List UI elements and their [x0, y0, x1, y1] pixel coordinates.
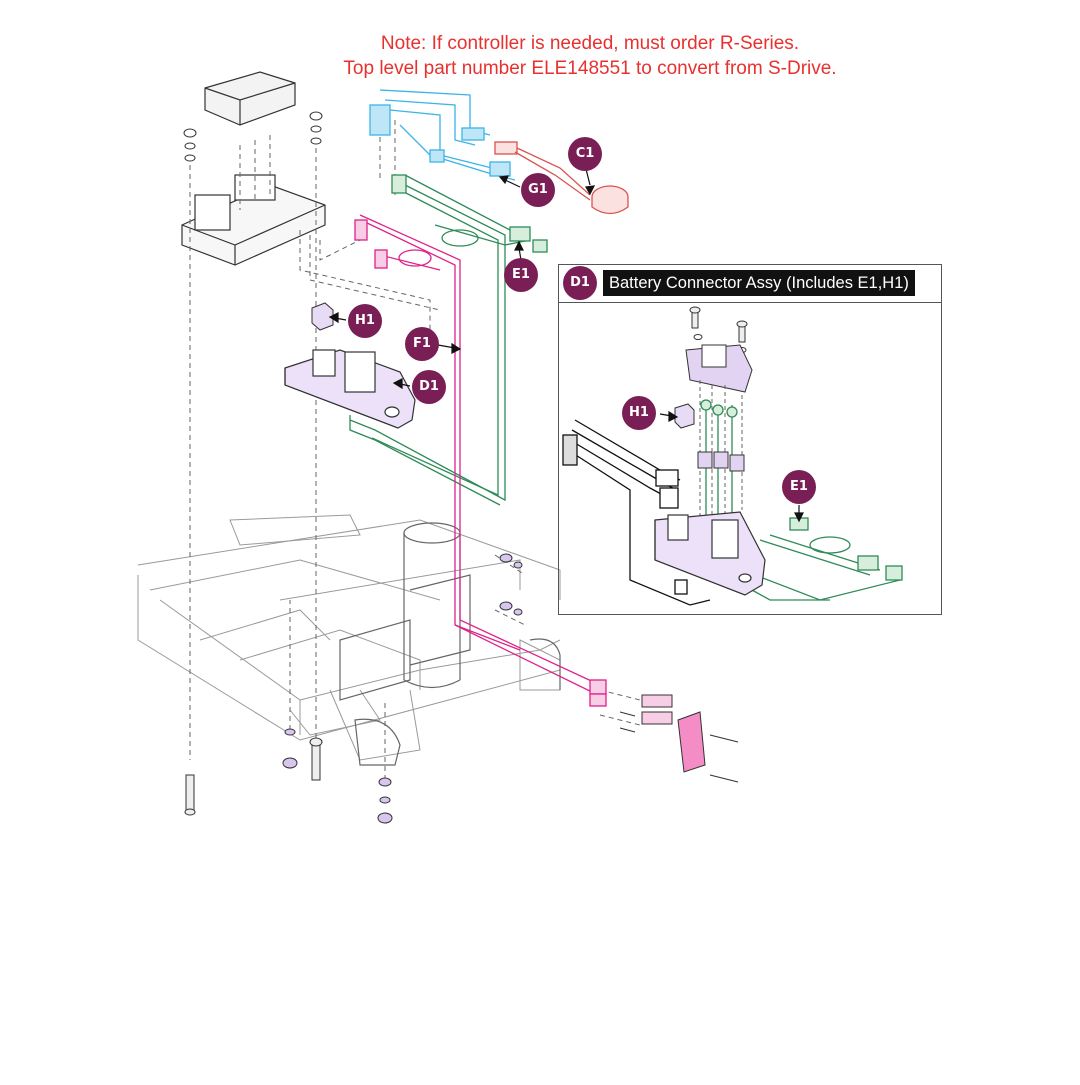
inset-black-wires [562, 419, 711, 606]
inset-fuse-h1 [674, 403, 695, 429]
controller-module [181, 174, 326, 266]
blue-harness [369, 89, 516, 181]
bottom-hardware [282, 553, 523, 824]
inset-badge-d1: D1 [563, 266, 597, 300]
battery-connector-d1 [284, 349, 416, 429]
charger-port [619, 694, 739, 783]
magenta-harness [354, 214, 607, 707]
inset-callout-h1: H1 [622, 396, 656, 430]
controller-hardware [183, 111, 323, 162]
green-harness [349, 174, 548, 506]
note-line-2: Top level part number ELE148551 to conve… [343, 58, 837, 79]
note-line-1: Note: If controller is needed, must orde… [380, 33, 800, 54]
callout-g1: G1 [521, 173, 555, 207]
inset-title: Battery Connector Assy (Includes E1,H1) [603, 270, 915, 296]
red-harness [494, 141, 629, 215]
inset-battery-connector [654, 511, 766, 596]
inset-header: D1 Battery Connector Assy (Includes E1,H… [559, 265, 941, 303]
bolts [184, 737, 323, 816]
callout-c1: C1 [568, 137, 602, 171]
inset-connector-clips [697, 451, 745, 472]
inset-connector-top [685, 344, 753, 393]
fuse-h1 [311, 302, 334, 331]
inset-callout-e1: E1 [782, 470, 816, 504]
inset-panel: D1 Battery Connector Assy (Includes E1,H… [558, 264, 942, 615]
callout-f1: F1 [405, 327, 439, 361]
chassis-frame [137, 514, 561, 761]
callout-d1: D1 [412, 370, 446, 404]
callout-e1: E1 [504, 258, 538, 292]
callout-h1: H1 [348, 304, 382, 338]
controller-cover [204, 71, 296, 126]
